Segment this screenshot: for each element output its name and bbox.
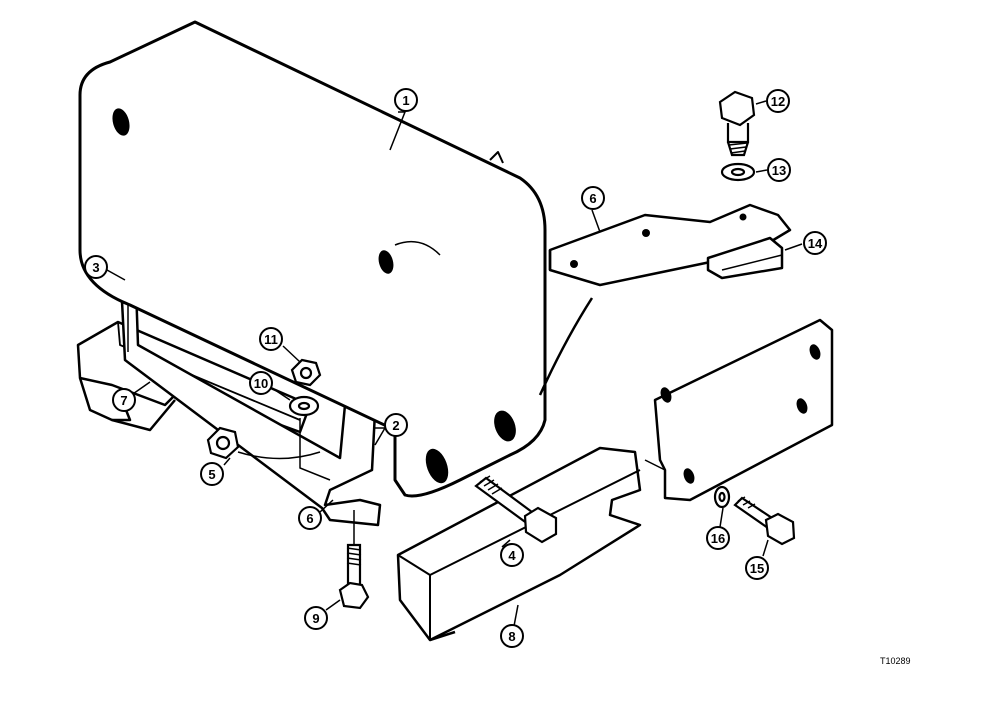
nut-11 (290, 358, 322, 387)
callout-15: 15 (745, 556, 769, 580)
figure-id: T10289 (880, 656, 911, 666)
callout-10: 10 (249, 371, 273, 395)
housing-detail-curve (394, 240, 441, 256)
callout-16-label: 16 (711, 531, 725, 546)
callout-6-strap-label: 6 (306, 511, 313, 526)
callout-13-label: 13 (772, 163, 786, 178)
spacer-block (706, 236, 784, 280)
callout-11: 11 (259, 327, 283, 351)
callout-6-bracket: 6 (581, 186, 605, 210)
frame-rail (396, 446, 642, 642)
callout-7-label: 7 (120, 393, 127, 408)
nut-5-leader (237, 451, 321, 460)
bolt-15 (733, 496, 796, 546)
callout-3: 3 (84, 255, 108, 279)
nut-5 (206, 426, 240, 460)
housing-holes (112, 108, 516, 484)
bolt-9 (338, 543, 370, 610)
callout-2-label: 2 (392, 418, 399, 433)
stud-line (299, 418, 331, 481)
callout-4: 4 (500, 543, 524, 567)
top-bracket (548, 203, 792, 287)
callout-6-bracket-label: 6 (589, 191, 596, 206)
callout-12-label: 12 (771, 94, 785, 109)
leader-arc (538, 297, 594, 396)
bolt-4 (474, 475, 558, 544)
callout-4-label: 4 (508, 548, 516, 563)
side-plate (644, 318, 834, 502)
side-plate-holes (660, 344, 821, 484)
callout-9: 9 (304, 606, 328, 630)
callout-14-label: 14 (808, 236, 823, 251)
callout-2: 2 (384, 413, 408, 437)
callout-1-label: 1 (402, 93, 409, 108)
callouts: 1 2 3 4 5 6 6 7 (84, 88, 827, 648)
callout-1: 1 (394, 88, 418, 112)
callout-12: 12 (766, 89, 790, 113)
washer-10 (288, 395, 320, 417)
callout-9-label: 9 (312, 611, 319, 626)
callout-6-strap: 6 (298, 506, 322, 530)
top-bracket-holes (570, 213, 747, 268)
washer-16 (713, 485, 731, 509)
main-housing (78, 20, 547, 498)
callout-14: 14 (803, 231, 827, 255)
callout-15-label: 15 (750, 561, 764, 576)
callout-5-label: 5 (208, 467, 215, 482)
callout-5: 5 (200, 462, 224, 486)
bolt-12 (718, 90, 756, 157)
callout-3-label: 3 (92, 260, 99, 275)
callout-10-label: 10 (254, 376, 268, 391)
callout-8: 8 (500, 624, 524, 648)
washer-13 (720, 162, 756, 182)
callout-13: 13 (767, 158, 791, 182)
callout-16: 16 (706, 526, 730, 550)
callout-11-label: 11 (264, 332, 278, 347)
callout-8-label: 8 (508, 629, 515, 644)
callout-7: 7 (112, 388, 136, 412)
